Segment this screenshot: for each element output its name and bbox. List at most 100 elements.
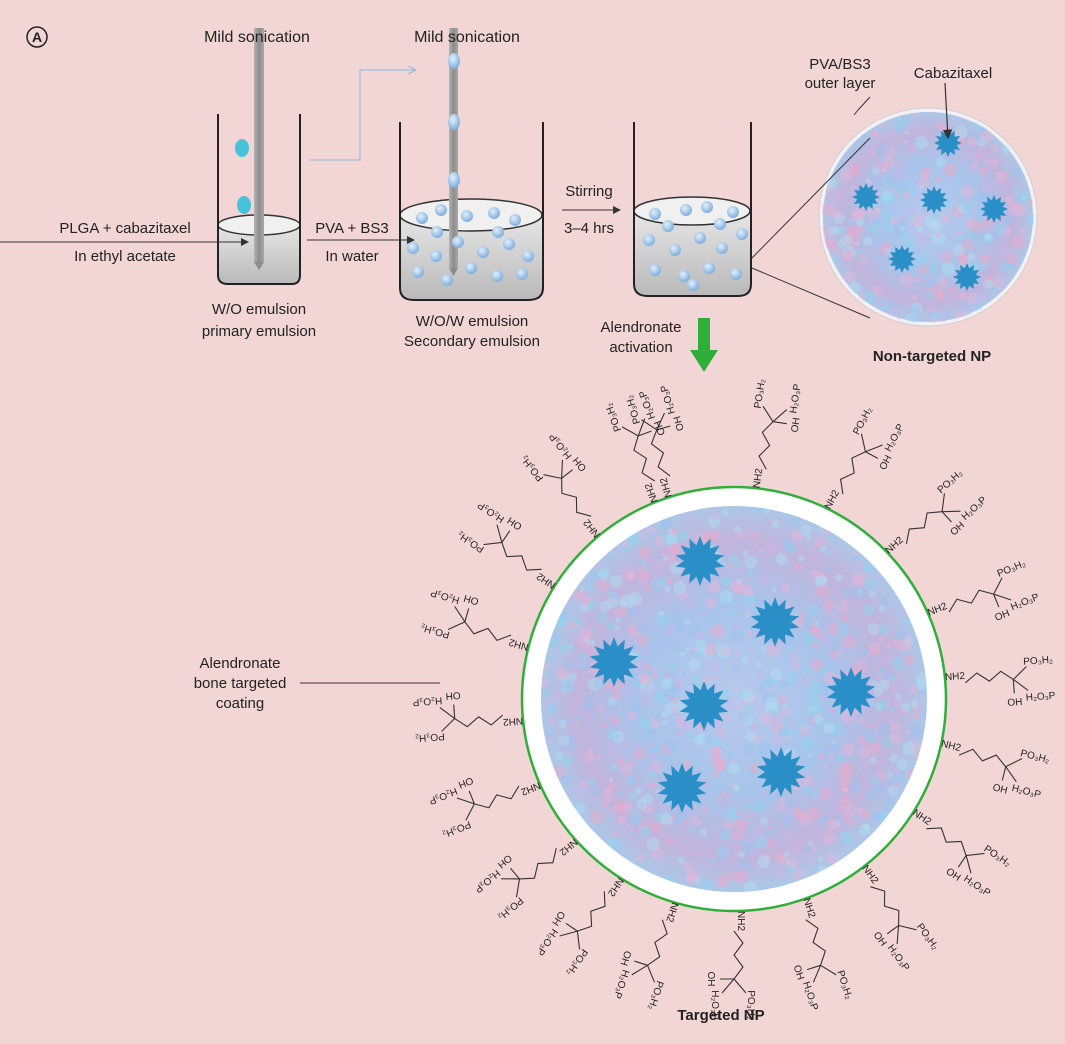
- cabazitaxel-drug-star: [657, 763, 707, 813]
- label-sonication-1: Mild sonication: [204, 29, 310, 46]
- chem-label: NH2: [581, 516, 602, 539]
- droplet: [680, 204, 692, 216]
- droplet: [431, 226, 443, 238]
- droplet: [491, 270, 503, 282]
- chem-label: NH2: [502, 715, 523, 727]
- label-coating-sub2: coating: [216, 695, 264, 712]
- chem-label: PO₃H₂: [415, 730, 445, 743]
- cabazitaxel-drug-star: [852, 183, 880, 211]
- droplet: [687, 279, 699, 291]
- chem-label: PO₃H₂: [982, 844, 1013, 870]
- chem-label: H₂O₃P: [788, 383, 803, 414]
- chem-label: OH: [949, 520, 968, 538]
- droplet: [522, 250, 534, 262]
- chem-label: OH: [618, 949, 633, 967]
- droplet: [441, 274, 453, 286]
- droplet: [416, 212, 428, 224]
- droplet: [465, 262, 477, 274]
- non-targeted-nanoparticle: [751, 82, 1038, 327]
- chem-label: H₂O₃P: [960, 495, 990, 523]
- chem-label: H₂O₃P: [883, 422, 907, 454]
- cabazitaxel-drug-star: [756, 747, 806, 797]
- droplet: [430, 250, 442, 262]
- label-outer-layer: PVA/BS3: [809, 56, 870, 73]
- droplet: [509, 214, 521, 226]
- cabazitaxel-drug-star: [750, 597, 800, 647]
- beaker-primary-emulsion: [217, 28, 301, 285]
- chem-label: OH: [944, 866, 963, 884]
- chem-label: NH2: [945, 671, 966, 683]
- label-input-2-solvent: In water: [325, 248, 378, 265]
- chem-label: NH2: [859, 863, 880, 886]
- chem-label: PO₃H₂: [604, 401, 625, 433]
- cabazitaxel-drug-star: [826, 667, 876, 717]
- chem-label: NH2: [735, 911, 746, 931]
- chem-label: H₂O₃P: [476, 499, 507, 525]
- chem-label: H₂O₃P: [611, 968, 631, 1000]
- cabazitaxel-drug-star: [675, 536, 725, 586]
- sonicator-probe-1: [254, 28, 264, 262]
- droplet: [477, 246, 489, 258]
- chem-label: PO₃H₂: [753, 378, 768, 409]
- chem-label: PO₃H₂: [645, 979, 665, 1011]
- droplet: [435, 204, 447, 216]
- chem-label: OH: [463, 592, 480, 607]
- chem-label: OH: [791, 964, 806, 982]
- chem-label: OH: [878, 454, 895, 472]
- droplet: [714, 218, 726, 230]
- chem-label: OH: [571, 455, 589, 474]
- label-coating-sub: bone targeted: [194, 675, 287, 692]
- chem-label: NH2: [557, 836, 580, 858]
- chem-label: NH2: [663, 901, 680, 924]
- chem-label: NH2: [605, 875, 626, 898]
- cabazitaxel-drug-star: [920, 186, 948, 214]
- chem-label: NH2: [823, 488, 842, 511]
- activation-arrow: [690, 318, 718, 372]
- droplet: [235, 139, 249, 157]
- droplet: [452, 236, 464, 248]
- chem-label: H₂O₃P: [885, 943, 912, 974]
- chem-label: NH2: [884, 535, 907, 557]
- droplet: [662, 220, 674, 232]
- label-coating: Alendronate: [200, 655, 281, 672]
- chem-label: H₂O₃P: [1010, 783, 1042, 801]
- chem-label: NH2: [658, 476, 674, 499]
- label-beaker-1-sub: primary emulsion: [202, 323, 316, 340]
- chem-label: NH2: [940, 739, 962, 755]
- chem-label: H₂O₃P: [427, 785, 459, 806]
- chem-label: PO₃H₂: [495, 895, 525, 923]
- transfer-arrow: [310, 70, 415, 161]
- cabazitaxel-drug-star: [953, 263, 981, 291]
- chem-label: OH: [445, 689, 461, 701]
- chem-label: OH: [790, 417, 803, 433]
- droplet: [701, 201, 713, 213]
- droplet: [461, 210, 473, 222]
- label-input-1-solvent: In ethyl acetate: [74, 248, 176, 265]
- droplet: [448, 172, 460, 188]
- chem-label: OH: [549, 909, 567, 928]
- chem-label: OH: [457, 774, 475, 790]
- chem-label: NH2: [800, 897, 817, 920]
- label-input-1: PLGA + cabazitaxel: [59, 220, 190, 237]
- droplet: [448, 53, 460, 69]
- droplet: [488, 207, 500, 219]
- label-beaker-1: W/O emulsion: [212, 301, 306, 318]
- chem-label: H₂O₃P: [412, 694, 443, 707]
- cabazitaxel-drug-star: [934, 129, 962, 157]
- droplet: [694, 232, 706, 244]
- chem-label: PO₃H₂: [914, 922, 940, 953]
- chem-label: H₂O₃P: [800, 980, 820, 1012]
- label-activation: Alendronate: [601, 319, 682, 336]
- chem-label: H₂O₃P: [547, 431, 574, 461]
